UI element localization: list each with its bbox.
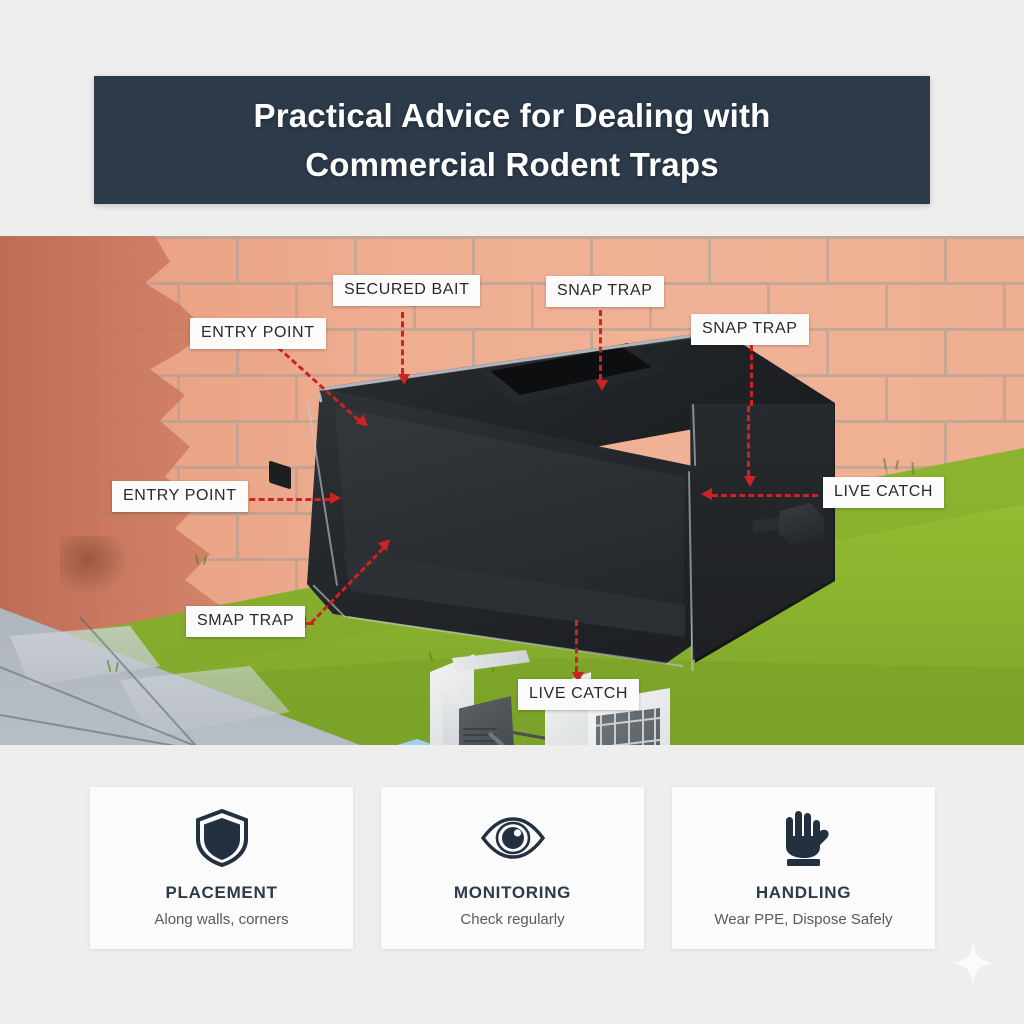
box-door-handle[interactable] — [778, 503, 824, 545]
tip-card-title: HANDLING — [755, 882, 852, 902]
four-point-star-icon — [952, 940, 994, 986]
tips-card-row: PLACEMENT Along walls, corners MONITORIN… — [0, 745, 1024, 1024]
eye-icon — [480, 809, 545, 867]
callout-label: SNAP TRAP — [702, 320, 798, 337]
tip-card-monitoring[interactable]: MONITORING Check regularly — [381, 787, 644, 949]
tip-card-title: PLACEMENT — [165, 882, 278, 902]
callout-label: ENTRY POINT — [123, 487, 237, 504]
callout-live-catch-right: LIVE CATCH — [823, 477, 945, 508]
callout-snap-trap-right: SNAP TRAP — [691, 314, 809, 345]
snap-trap-spring — [463, 728, 497, 745]
tip-card-subtitle: Along walls, corners — [154, 910, 289, 928]
illustration-scene: ENTRY POINT SECURED BAIT SNAP TRAP SNAP … — [0, 236, 1024, 745]
callout-label: ENTRY POINT — [201, 324, 315, 341]
callout-label: LIVE CATCH — [834, 483, 934, 500]
shield-icon — [195, 808, 248, 867]
callout-label: SNAP TRAP — [557, 282, 653, 299]
callout-live-catch-bottom: LIVE CATCH — [518, 679, 640, 710]
callout-label: LIVE CATCH — [529, 685, 629, 702]
page-title-line-1: Practical Advice for Dealing with — [253, 97, 771, 134]
callout-label: SMAP TRAP — [197, 612, 295, 629]
tip-card-title: MONITORING — [453, 882, 572, 902]
tip-card-placement[interactable]: PLACEMENT Along walls, corners — [90, 787, 353, 949]
secured-bait-block — [357, 739, 449, 745]
page-title-line-2: Commercial Rodent Traps — [305, 146, 719, 183]
hand-icon — [778, 809, 830, 867]
bait-station-box — [269, 330, 835, 676]
callout-secured-bait: SECURED BAIT — [333, 275, 481, 306]
callout-entry-point-top: ENTRY POINT — [190, 318, 326, 349]
callout-entry-point-left: ENTRY POINT — [112, 481, 248, 512]
tip-card-subtitle: Wear PPE, Dispose Safely — [714, 910, 893, 928]
wall-hole — [60, 536, 130, 596]
snap-trap-post — [443, 690, 459, 745]
tip-card-handling[interactable]: HANDLING Wear PPE, Dispose Safely — [672, 787, 935, 949]
title-banner: Practical Advice for Dealing with Commer… — [94, 76, 930, 204]
tip-card-subtitle: Check regularly — [460, 910, 565, 928]
callout-smap-trap-left: SMAP TRAP — [186, 606, 306, 637]
callout-label: SECURED BAIT — [344, 281, 470, 298]
callout-snap-trap-top: SNAP TRAP — [546, 276, 664, 307]
